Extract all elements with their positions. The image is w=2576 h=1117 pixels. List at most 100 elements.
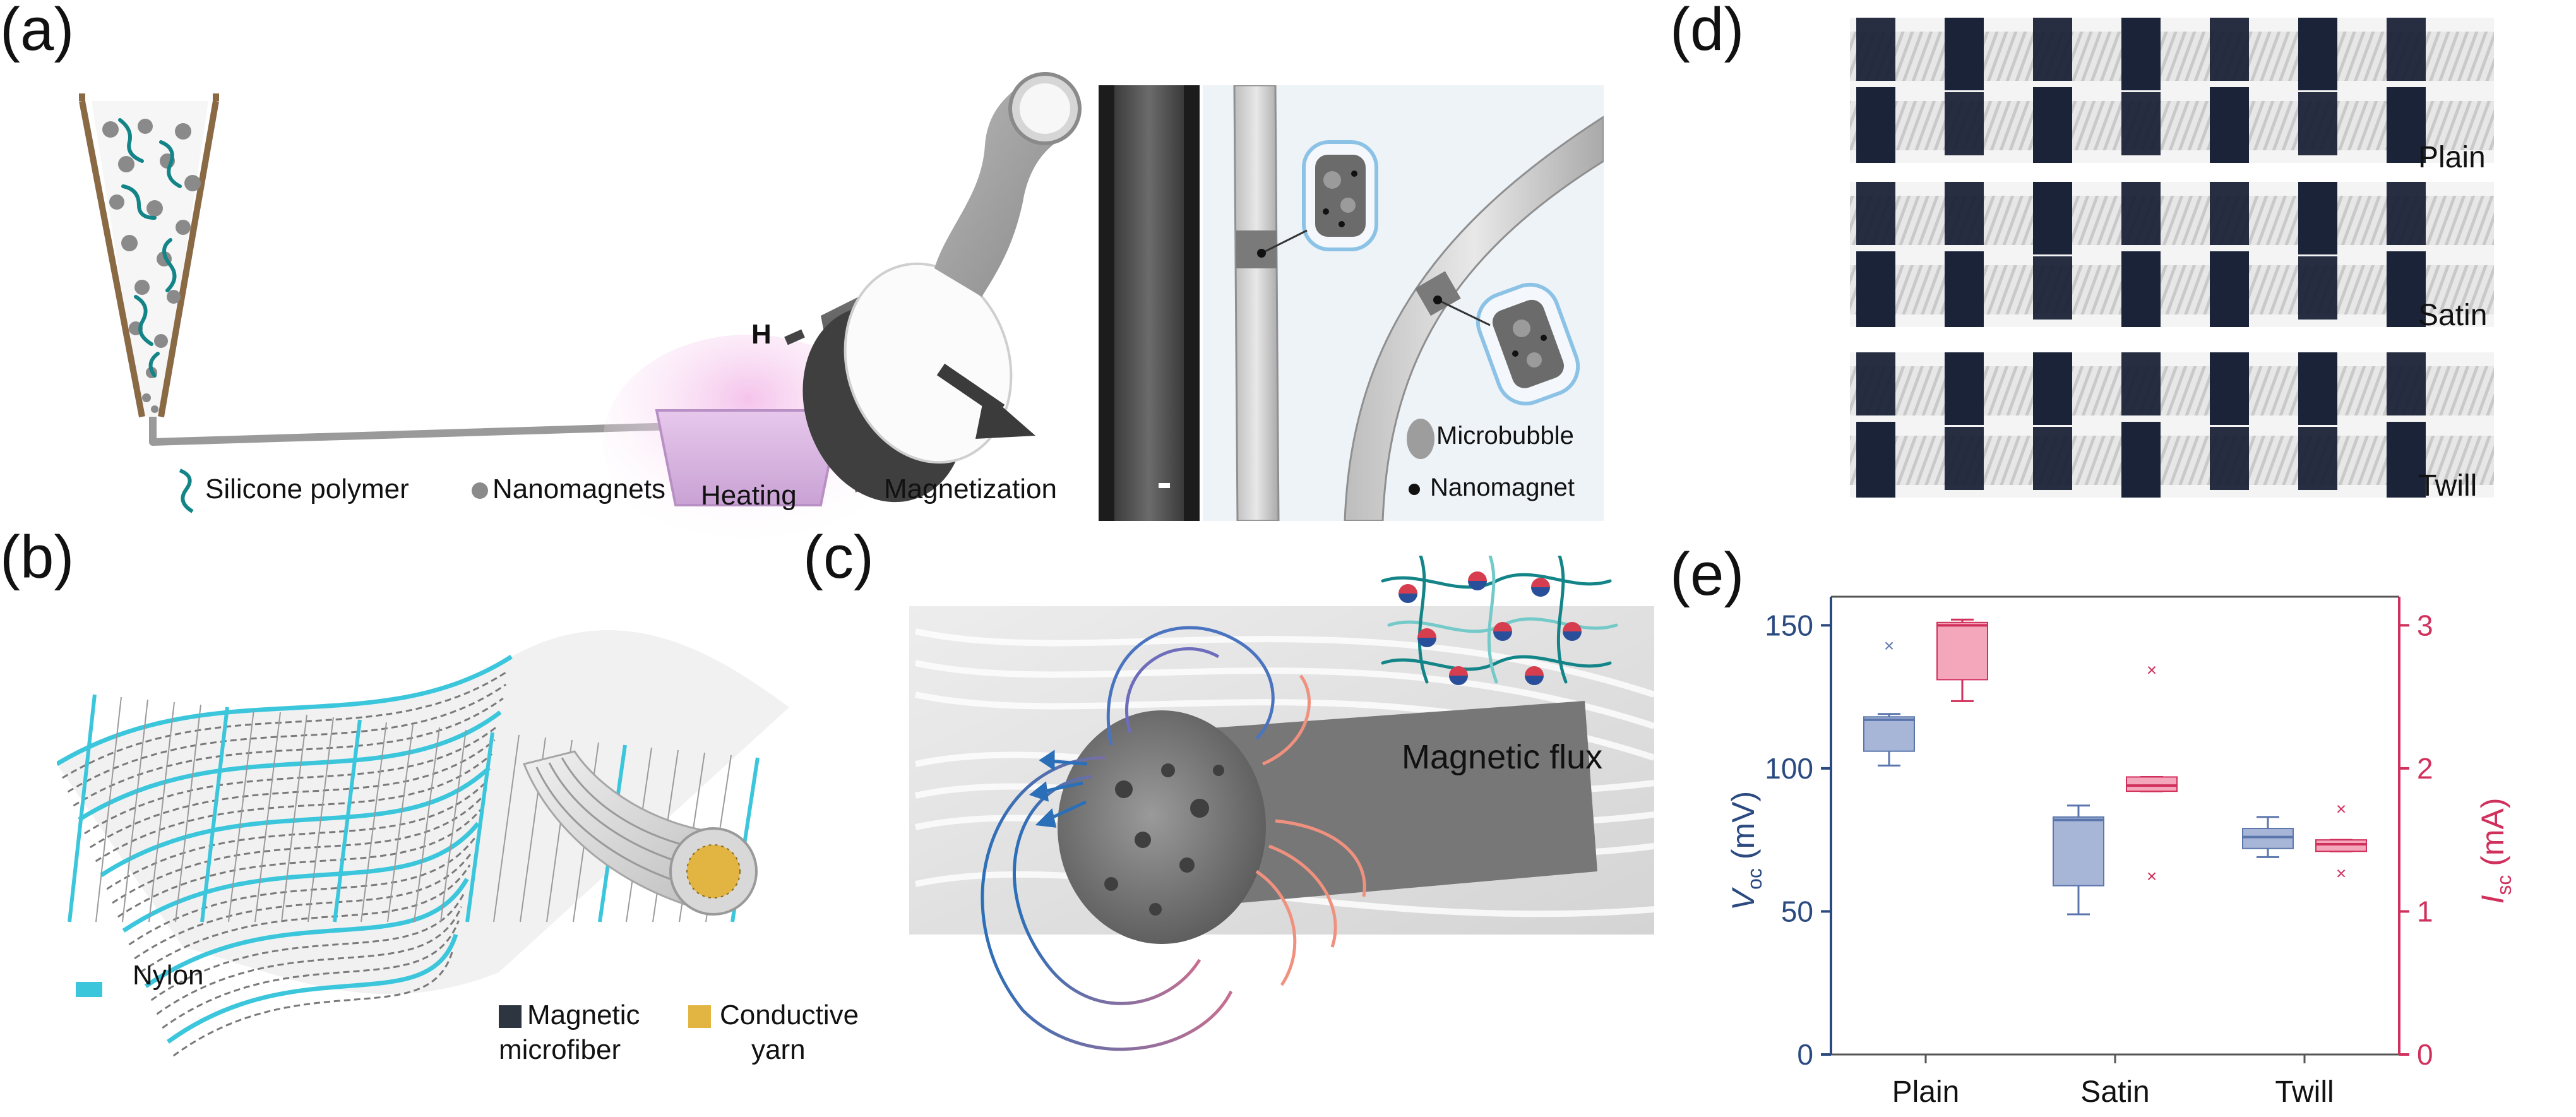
inset-curved [1433,282,1580,406]
right-tick-label: 2 [2417,752,2433,785]
magnetic-microfiber-legend-icon [499,1005,522,1028]
magnetic-warp [2387,251,2426,327]
magnetic-warp [2298,352,2337,425]
woven-fabric [57,630,789,1057]
inset-straight [1257,140,1378,258]
box-isc-satin: ×× [2126,660,2178,886]
panel-c-flux [909,556,1655,1051]
label-nanomagnet: Nanomagnet [1430,474,1575,501]
right-tick-label: 0 [2417,1038,2433,1071]
flux-lines-blue [981,626,1275,1051]
magnetic-warp [2298,182,2337,254]
conductive-yarn [522,750,758,916]
magnetic-dipole [1398,584,1417,603]
magnetic-warp [2387,87,2426,163]
left-tick-label: 100 [1765,752,1813,785]
sem-micrographs [1099,85,1604,521]
nylon-legend-icon [76,982,102,997]
label-heating: Heating [701,480,797,511]
magnetic-warp [2121,251,2161,327]
magnetic-warp [2033,87,2072,163]
magnetic-warp [2121,422,2161,498]
box-voc-twill [2242,816,2294,858]
panel-label-e: (e) [1670,541,1744,608]
magnetic-warp [2210,251,2249,327]
magnetic-dipole [1525,666,1544,685]
label-silicone-polymer: Silicone polymer [205,474,409,505]
magnetic-warp [1856,87,1895,163]
box-body [2242,828,2294,849]
magnetic-warp [1945,251,1984,327]
sem-curved-fiber [1344,116,1604,521]
magnetic-dipole [1468,571,1487,590]
magnetic-warp [2121,18,2161,90]
label-nylon: Nylon [133,960,204,991]
conductive-yarn-legend-icon [688,1005,711,1028]
right-tick-label: 3 [2417,609,2433,642]
magnetic-dipole [1563,622,1582,641]
box-voc-plain: × [1863,636,1915,767]
left-tick-label: 150 [1765,609,1813,642]
flux-lines-red [1255,674,1366,986]
magnetic-fiber-crosssection [1058,710,1266,944]
outlier: × [1884,636,1894,655]
x-tick-label: Satin [2080,1075,2149,1109]
label-field-h: H [751,319,772,350]
panel-label-a: (a) [0,0,75,63]
box-body [2126,776,2178,792]
outlier: × [2336,799,2346,818]
outlier: × [2147,866,2157,886]
magnetized-fiber-horn [934,72,1082,297]
box-isc-plain [1936,618,1988,702]
magnetic-dipole [1493,622,1512,641]
outlier: × [2336,863,2346,883]
magnetic-warp [2210,352,2249,425]
box-body [2315,839,2367,852]
panel-label-d: (d) [1670,0,1744,63]
left-tick-label: 50 [1781,895,1813,928]
magnetic-warp [2033,352,2072,425]
magnetic-warp [1856,422,1895,498]
magnetic-warp [2387,422,2426,498]
sem-straight-fiber [1233,85,1280,521]
panel-label-b: (b) [0,523,75,591]
box-isc-twill: ×× [2315,799,2367,883]
x-tick-label: Twill [2275,1075,2334,1109]
chart-frame [1830,595,2400,1056]
outlier: × [2147,660,2157,680]
weave-label-plain: Plain [2418,141,2486,174]
magnetic-warp [1945,352,1984,425]
right-tick-label: 1 [2417,895,2433,928]
syringe [79,93,219,417]
label-magnetic-line2: microfiber [499,1034,621,1065]
x-tick-label: Plain [1892,1075,1960,1109]
magnetic-dipole [1417,628,1436,647]
microbubble-legend-icon [1407,419,1434,459]
molecular-network-inset [1381,556,1618,685]
magnetic-warp [2033,182,2072,254]
weave-plain [1850,18,2494,163]
left-axis-label: Voc (mV) [1726,791,1766,911]
nanomagnet-sem-legend-icon [1409,484,1420,495]
label-conductive-line2: yarn [751,1034,806,1065]
fiber-strand [149,417,821,446]
left-tick-label: 0 [1797,1038,1813,1071]
label-magnetic-line1: Magnetic [527,1000,640,1030]
magnetic-warp [1945,18,1984,90]
panel-a-schematic [79,72,1082,549]
magnetic-warp [2298,18,2337,90]
label-magnetization: Magnetization [884,474,1057,505]
weave-twill [1850,352,2494,498]
flux-arrows [1029,750,1088,828]
polymer-legend-icon [179,469,194,513]
magnetizing-roller [784,262,1035,503]
weave-label-satin: Satin [2418,299,2488,332]
label-conductive-line1: Conductive [720,1000,859,1030]
panel-d-weaves [1850,18,2494,498]
magnetic-warp [1856,251,1895,327]
label-microbubble: Microbubble [1436,422,1574,450]
nanomagnet-legend-icon [472,482,488,499]
magnetic-dipole [1449,666,1468,685]
label-magnetic-flux: Magnetic flux [1402,738,1603,776]
